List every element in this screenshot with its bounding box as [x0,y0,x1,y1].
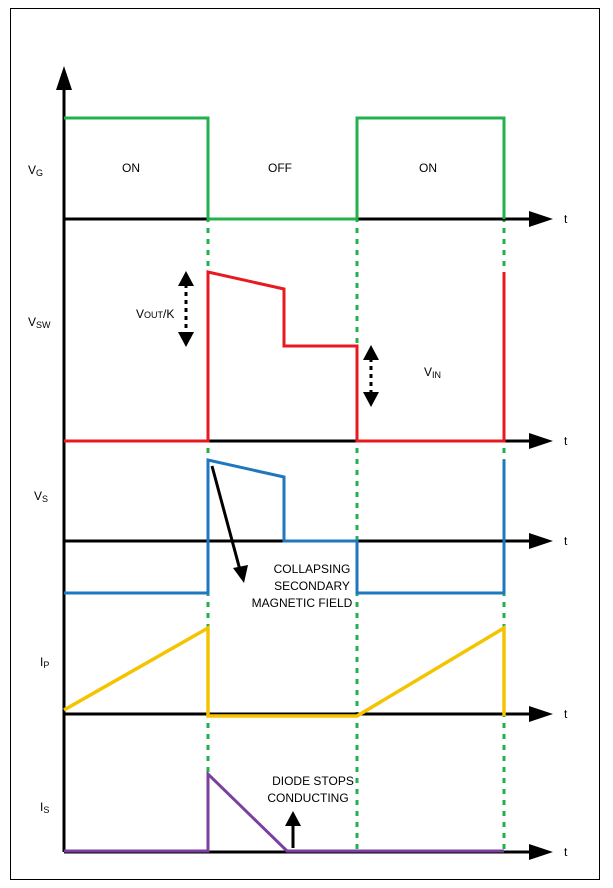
vg-time-arrow [529,211,553,227]
phase-off: OFF [268,161,292,175]
phase-on-1: ON [122,161,140,175]
transition-guides [206,118,506,852]
ip-label: IP [40,655,49,670]
t-label-vg: t [564,212,568,226]
vg-label: VG [28,163,43,178]
vs-time-arrow [529,533,553,549]
diagram-frame [10,8,600,880]
ip-time-arrow [529,706,553,722]
collapsing-pointer-arrow [210,465,242,571]
vs-label: VS [34,489,48,504]
t-label-vsw: t [564,434,568,448]
t-label-ip: t [564,707,568,721]
is-label: IS [40,800,49,815]
t-label-is: t [564,845,568,859]
t-label-vs: t [564,534,568,548]
vsw-waveform [64,270,506,443]
vsw-label: VSW [28,315,51,330]
vin-double-arrow [363,345,379,407]
vg-waveform [64,116,506,221]
phase-on-2: ON [419,161,437,175]
is-waveform [64,770,504,853]
y-axis-arrow [56,66,72,90]
is-time-arrow [529,844,553,860]
vout-k-label: VOUT/K [136,307,174,321]
diode-line-2: CONDUCTING [267,791,348,805]
collapsing-line-2: SECONDARY [274,579,350,593]
collapsing-line-3: MAGNETIC FIELD [252,596,353,610]
vout-k-double-arrow [178,271,194,347]
diode-stops-arrowhead [285,811,301,826]
vs-waveform [64,458,506,595]
diode-line-1: DIODE STOPS [272,774,354,788]
collapsing-pointer-arrowhead [233,565,248,583]
vsw-time-arrow [529,433,553,449]
collapsing-line-1: COLLAPSING [274,562,351,576]
ip-waveform [63,624,506,718]
vin-label: VIN [424,365,441,380]
